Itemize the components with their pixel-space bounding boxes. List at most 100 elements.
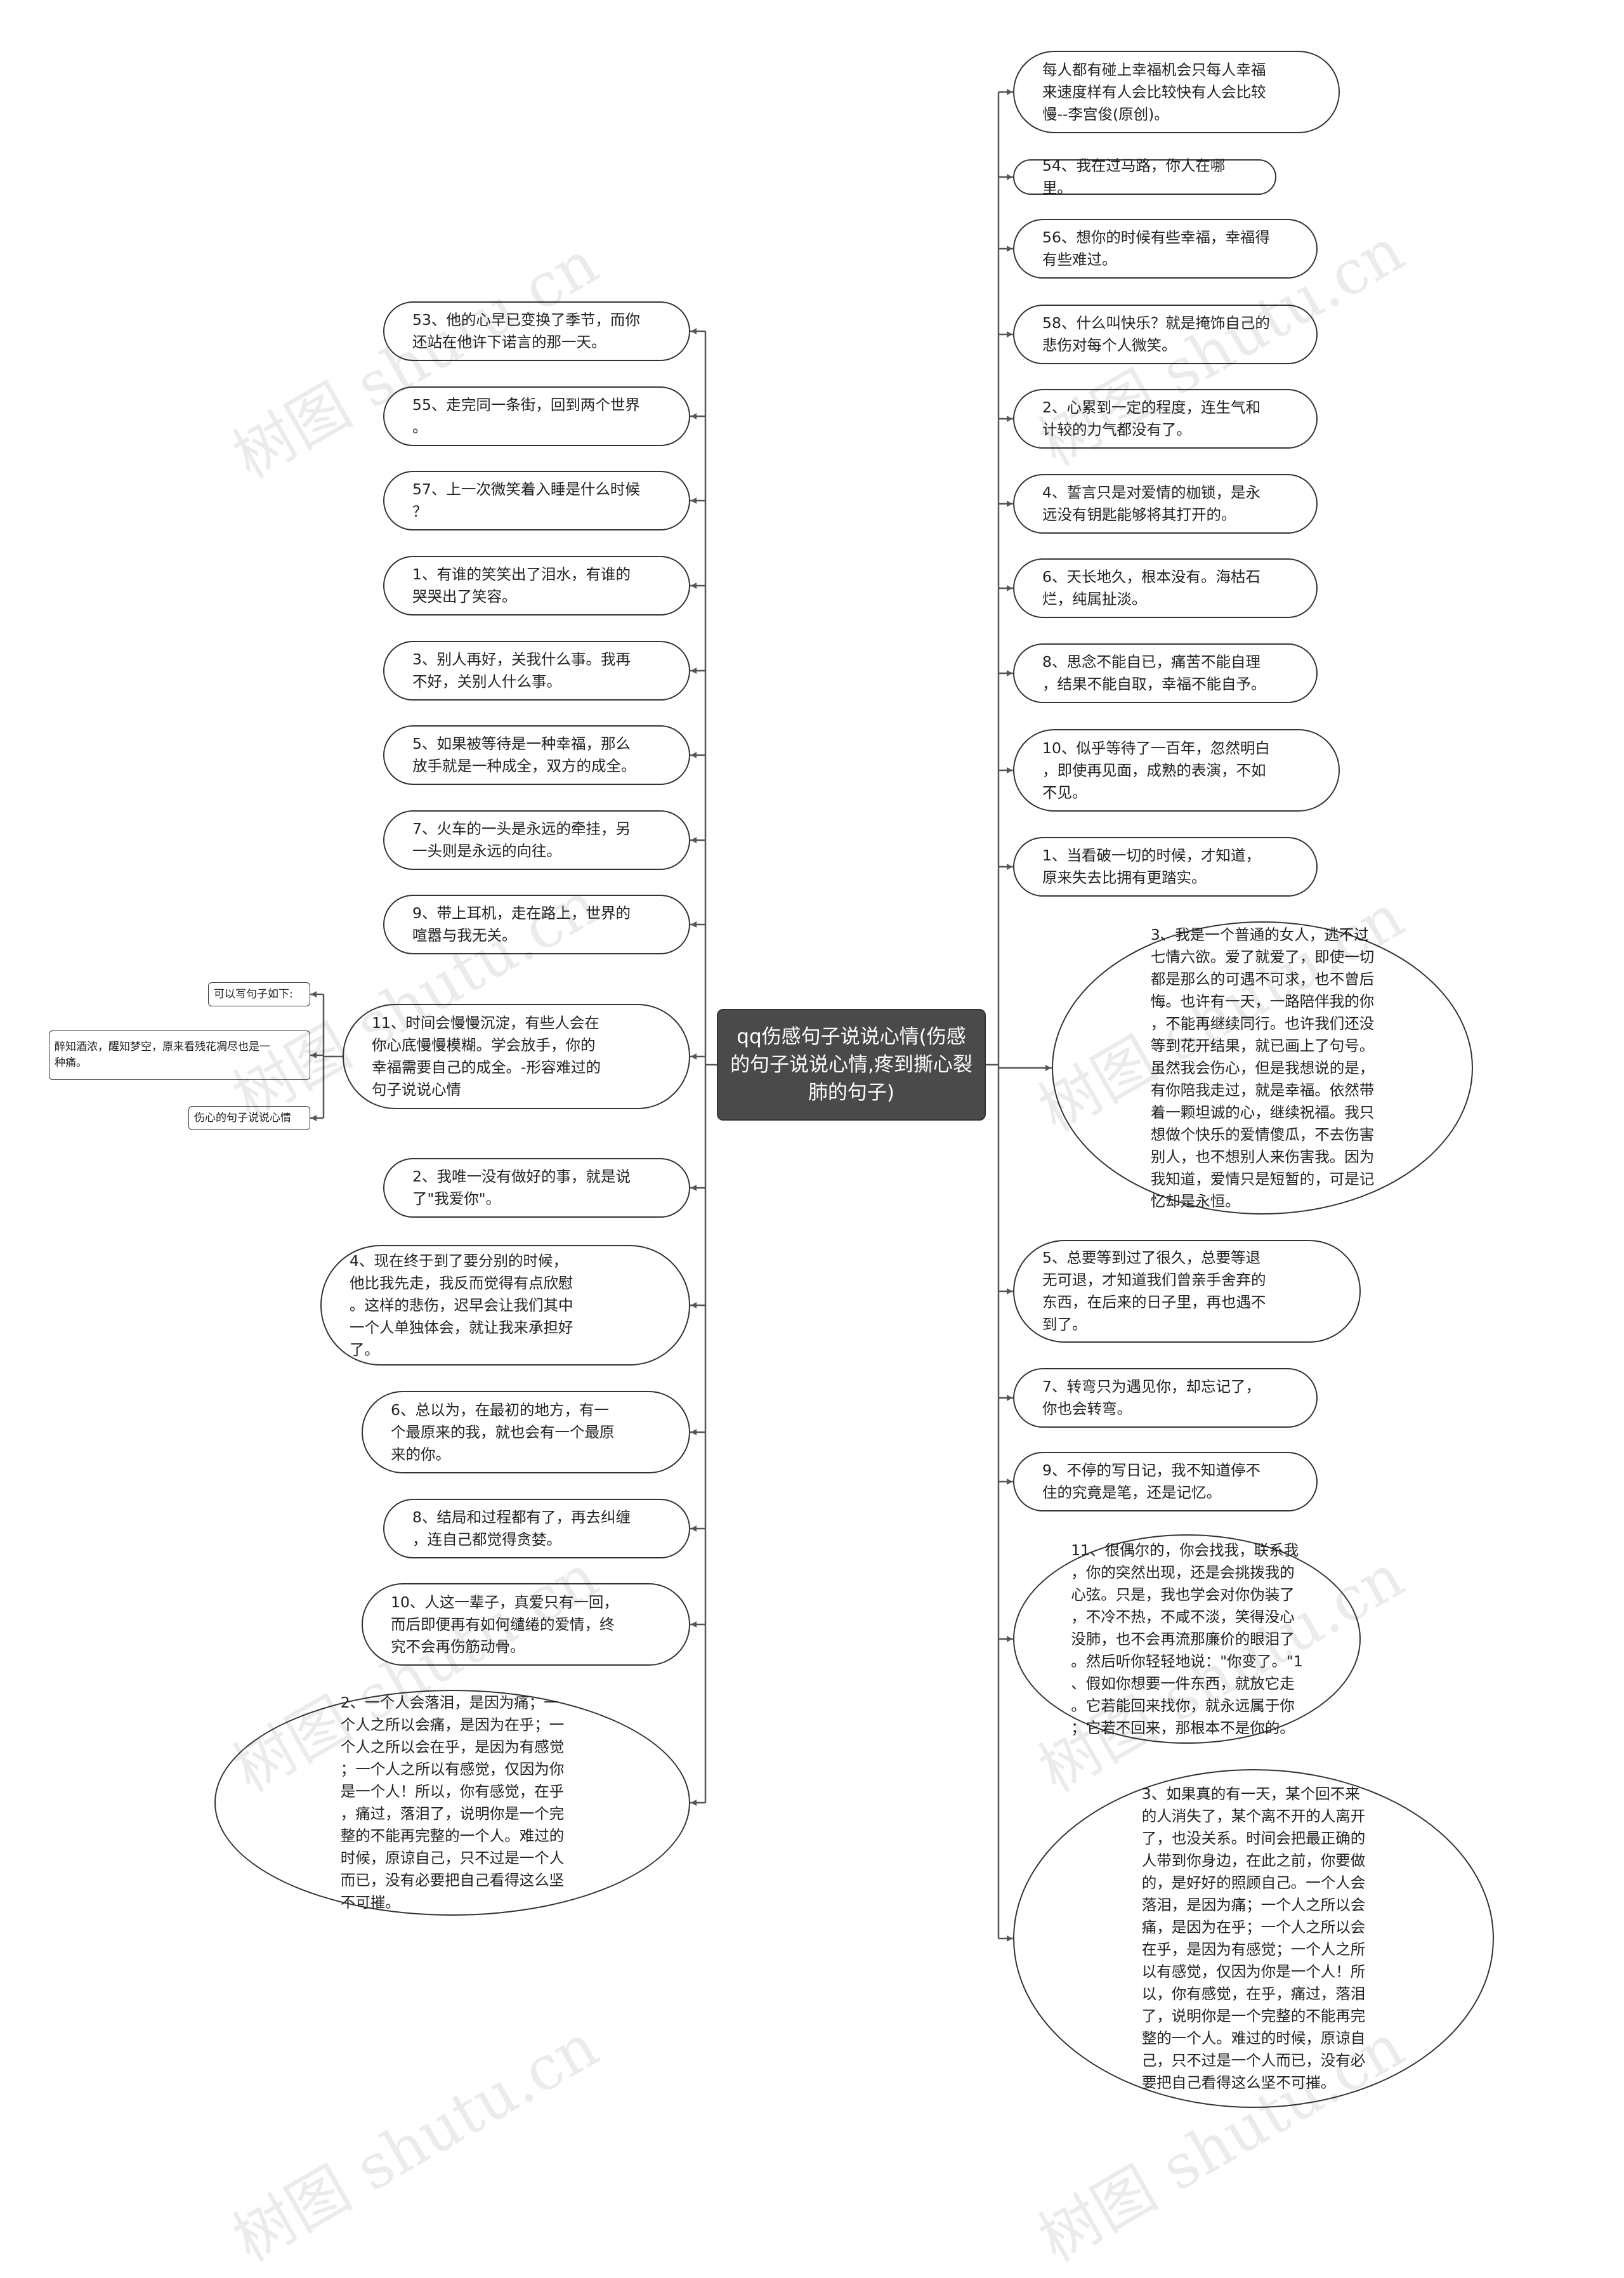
topic-text: 55、走完同一条街，回到两个世界 。 (412, 396, 640, 436)
topic-text: 5、总要等到过了很久，总要等退 无可退，才知道我们曾亲手舍弃的 东西，在后来的日… (1042, 1249, 1266, 1333)
topic-node-l7[interactable]: 7、火车的一头是永远的牵挂，另 一头则是永远的向往。 (383, 810, 690, 870)
topic-text: 11、很偶尔的，你会找我，联系我 ，你的突然出现，还是会挑拨我的 心弦。只是，我… (1071, 1541, 1303, 1737)
sub-topic-node-s3[interactable]: 伤心的句子说说心情 (188, 1106, 310, 1130)
topic-node-l9[interactable]: 11、时间会慢慢沉淀，有些人会在 你心底慢慢模糊。学会放手，你的 幸福需要自己的… (343, 1004, 690, 1109)
topic-text: 4、誓言只是对爱情的枷锁，是永 远没有钥匙能够将其打开的。 (1042, 484, 1261, 523)
topic-text: 9、带上耳机，走在路上，世界的 喧嚣与我无关。 (412, 904, 631, 944)
branch-arrow-l1 (691, 328, 697, 334)
branch-arrow-r12 (1007, 1288, 1012, 1294)
topic-node-l8[interactable]: 9、带上耳机，走在路上，世界的 喧嚣与我无关。 (383, 895, 690, 954)
topic-text: 10、似乎等待了一百年，忽然明白 ，即使再见面，成熟的表演，不如 不见。 (1042, 739, 1270, 801)
topic-text: 醉知酒浓，醒知梦空，原来看残花凋尽也是一 种痛。 (55, 1041, 270, 1069)
branch-arrow-l7 (691, 837, 697, 843)
topic-text: 每人都有碰上幸福机会只每人幸福 来速度样有人会比较快有人会比较 慢--李宫俊(原… (1042, 60, 1266, 123)
topic-node-r16[interactable]: 3、如果真的有一天，某个回不来 的人消失了，某个离不开的人离开 了，也没关系。时… (1013, 1769, 1494, 2108)
topic-node-l2[interactable]: 55、走完同一条街，回到两个世界 。 (383, 386, 690, 446)
branch-arrow-l5 (691, 668, 697, 674)
topic-node-l14[interactable]: 10、人这一辈子，真爱只有一回， 而后即便再有如何缱绻的爱情，终 究不会再伤筋动… (362, 1583, 690, 1666)
topic-node-r1[interactable]: 每人都有碰上幸福机会只每人幸福 来速度样有人会比较快有人会比较 慢--李宫俊(原… (1013, 51, 1340, 133)
topic-text: 8、思念不能自已，痛苦不能自理 ，结果不能自取，幸福不能自予。 (1042, 653, 1266, 693)
topic-text: 6、天长地久，根本没有。海枯石 烂，纯属扯淡。 (1042, 568, 1261, 608)
topic-text: 53、他的心早已变换了季节，而你 还站在他许下诺言的那一天。 (412, 311, 640, 351)
branch-arrow-r6 (1007, 501, 1012, 507)
sub-arrow-s3 (311, 1115, 317, 1121)
topic-node-l6[interactable]: 5、如果被等待是一种幸福，那么 放手就是一种成全，双方的成全。 (383, 725, 690, 785)
branch-arrow-r15 (1007, 1636, 1012, 1642)
topic-text: 11、时间会慢慢沉淀，有些人会在 你心底慢慢模糊。学会放手，你的 幸福需要自己的… (372, 1014, 601, 1098)
topic-text: 2、一个人会落泪，是因为痛；一 个人之所以会痛，是因为在乎；一 个人之所以会在乎… (340, 1694, 565, 1911)
branch-arrow-r3 (1007, 246, 1012, 252)
branch-arrow-l2 (691, 413, 697, 419)
topic-node-l12[interactable]: 6、总以为，在最初的地方，有一 个最原来的我，就也会有一个最原 来的你。 (362, 1391, 690, 1473)
topic-node-r2[interactable]: 54、我在过马路，你人在哪里。 (1013, 157, 1276, 197)
topic-text: 伤心的句子说说心情 (194, 1111, 291, 1124)
topic-text: 3、别人再好，关我什么事。我再 不好，关别人什么事。 (412, 650, 631, 690)
branch-arrow-l13 (691, 1525, 697, 1532)
topic-text: 可以写句子如下: (214, 987, 293, 1001)
branch-arrow-r14 (1007, 1478, 1012, 1485)
branch-arrow-l3 (691, 497, 697, 504)
topic-node-l5[interactable]: 3、别人再好，关我什么事。我再 不好，关别人什么事。 (383, 641, 690, 701)
topic-node-r14[interactable]: 9、不停的写日记，我不知道停不 住的究竟是笔，还是记忆。 (1013, 1452, 1318, 1511)
topic-text: 1、当看破一切的时候，才知道， 原来失去比拥有更踏实。 (1042, 846, 1261, 886)
topic-text: 56、想你的时候有些幸福，幸福得 有些难过。 (1042, 228, 1270, 268)
topic-node-r8[interactable]: 8、思念不能自已，痛苦不能自理 ，结果不能自取，幸福不能自予。 (1013, 643, 1318, 703)
topic-node-l11[interactable]: 4、现在终于到了要分别的时候， 他比我先走，我反而觉得有点欣慰 。这样的悲伤，迟… (320, 1245, 690, 1366)
topic-node-r15[interactable]: 11、很偶尔的，你会找我，联系我 ，你的突然出现，还是会挑拨我的 心弦。只是，我… (1013, 1534, 1361, 1744)
sub-arrow-s1 (311, 991, 317, 997)
branch-arrow-r5 (1007, 416, 1012, 422)
branch-arrow-l8 (691, 921, 697, 928)
topic-text: 3、如果真的有一天，某个回不来 的人消失了，某个离不开的人离开 了，也没关系。时… (1141, 1785, 1366, 2091)
branch-arrow-l15 (691, 1800, 697, 1806)
branch-arrow-l4 (691, 583, 697, 589)
sub-topic-node-s1[interactable]: 可以写句子如下: (208, 982, 310, 1006)
branch-arrow-r7 (1007, 585, 1012, 591)
topic-text: 8、结局和过程都有了，再去纠缠 ，连自己都觉得贪婪。 (412, 1508, 631, 1548)
topic-node-l3[interactable]: 57、上一次微笑着入睡是什么时候 ？ (383, 471, 690, 530)
branch-arrow-l11 (691, 1302, 697, 1308)
topic-node-r13[interactable]: 7、转弯只为遇见你，却忘记了， 你也会转弯。 (1013, 1368, 1318, 1428)
topic-node-l1[interactable]: 53、他的心早已变换了季节，而你 还站在他许下诺言的那一天。 (383, 301, 690, 361)
topic-node-r5[interactable]: 2、心累到一定的程度，连生气和 计较的力气都没有了。 (1013, 389, 1318, 449)
topic-text: 1、有谁的笑笑出了泪水，有谁的 哭哭出了笑容。 (412, 565, 631, 605)
topic-text: 2、我唯一没有做好的事，就是说 了"我爱你"。 (412, 1168, 631, 1208)
topic-text: 5、如果被等待是一种幸福，那么 放手就是一种成全，双方的成全。 (412, 735, 636, 775)
root-topic-node[interactable]: qq伤感句子说说心情(伤感的句子说说心情,疼到撕心裂肺的句子) (717, 1009, 986, 1121)
topic-text: 2、心累到一定的程度，连生气和 计较的力气都没有了。 (1042, 398, 1261, 438)
connector-lines (310, 89, 1052, 1942)
branch-arrow-r2 (1007, 174, 1012, 180)
topic-node-r10[interactable]: 1、当看破一切的时候，才知道， 原来失去比拥有更踏实。 (1013, 837, 1318, 897)
topic-text: 10、人这一辈子，真爱只有一回， 而后即便再有如何缱绻的爱情，终 究不会再伤筋动… (391, 1593, 619, 1656)
branch-arrow-l12 (691, 1429, 697, 1435)
topic-node-l4[interactable]: 1、有谁的笑笑出了泪水，有谁的 哭哭出了笑容。 (383, 556, 690, 616)
topic-text: 3、我是一个普通的女人，逃不过 七情六欲。爱了就爱了，即使一切 都是那么的可遇不… (1150, 925, 1375, 1210)
topic-node-r9[interactable]: 10、似乎等待了一百年，忽然明白 ，即使再见面，成熟的表演，不如 不见。 (1013, 729, 1340, 812)
branch-arrow-r11 (1045, 1065, 1051, 1071)
topic-node-r12[interactable]: 5、总要等到过了很久，总要等退 无可退，才知道我们曾亲手舍弃的 东西，在后来的日… (1013, 1240, 1361, 1343)
branch-arrow-r8 (1007, 670, 1012, 676)
topic-node-r6[interactable]: 4、誓言只是对爱情的枷锁，是永 远没有钥匙能够将其打开的。 (1013, 474, 1318, 534)
topic-text: 57、上一次微笑着入睡是什么时候 ？ (412, 480, 640, 520)
topic-node-r11[interactable]: 3、我是一个普通的女人，逃不过 七情六欲。爱了就爱了，即使一切 都是那么的可遇不… (1052, 921, 1473, 1215)
branch-arrow-r10 (1007, 864, 1012, 870)
topic-text: 6、总以为，在最初的地方，有一 个最原来的我，就也会有一个最原 来的你。 (391, 1400, 615, 1463)
topic-node-r7[interactable]: 6、天长地久，根本没有。海枯石 烂，纯属扯淡。 (1013, 558, 1318, 618)
branch-arrow-r9 (1007, 767, 1012, 774)
branch-arrow-l9 (691, 1053, 697, 1060)
topic-text: 7、火车的一头是永远的牵挂，另 一头则是永远的向往。 (412, 820, 631, 860)
topic-text: 9、不停的写日记，我不知道停不 住的究竟是笔，还是记忆。 (1042, 1461, 1261, 1501)
sub-topic-node-s2[interactable]: 醉知酒浓，醒知梦空，原来看残花凋尽也是一 种痛。 (49, 1030, 310, 1080)
topic-node-l13[interactable]: 8、结局和过程都有了，再去纠缠 ，连自己都觉得贪婪。 (383, 1499, 690, 1558)
topic-text: 58、什么叫快乐？就是掩饰自己的 悲伤对每个人微笑。 (1042, 314, 1270, 354)
topic-node-r4[interactable]: 58、什么叫快乐？就是掩饰自己的 悲伤对每个人微笑。 (1013, 305, 1318, 364)
topic-node-l15[interactable]: 2、一个人会落泪，是因为痛；一 个人之所以会痛，是因为在乎；一 个人之所以会在乎… (214, 1690, 690, 1916)
sub-arrow-s2 (311, 1052, 317, 1058)
branch-arrow-r13 (1007, 1395, 1012, 1401)
branch-arrow-l6 (691, 752, 697, 758)
topic-text: 54、我在过马路，你人在哪里。 (1042, 157, 1226, 197)
topic-text: 4、现在终于到了要分别的时候， 他比我先走，我反而觉得有点欣慰 。这样的悲伤，迟… (350, 1251, 573, 1359)
branch-arrow-l14 (691, 1621, 697, 1628)
topic-node-l10[interactable]: 2、我唯一没有做好的事，就是说 了"我爱你"。 (383, 1158, 690, 1218)
topic-node-r3[interactable]: 56、想你的时候有些幸福，幸福得 有些难过。 (1013, 219, 1318, 279)
branch-arrow-l10 (691, 1185, 697, 1191)
